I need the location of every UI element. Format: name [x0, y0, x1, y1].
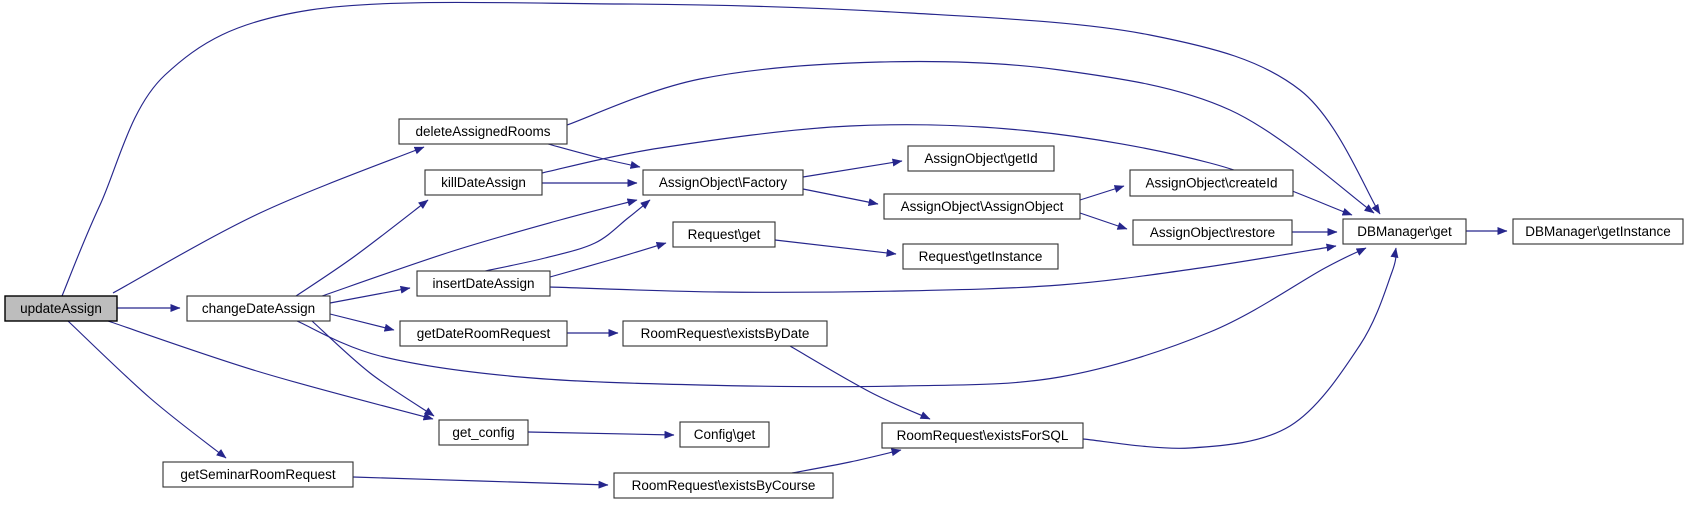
edge-get_config-Config_get	[527, 430, 675, 439]
node-box-Request_getInstance[interactable]	[902, 243, 1059, 270]
node-label-DBM_getInstance: DBManager\getInstance	[1525, 224, 1671, 239]
node-RR_existsForSQL[interactable]: RoomRequest\existsForSQL	[881, 422, 1084, 449]
node-AO_getId[interactable]: AssignObject\getId	[907, 145, 1055, 172]
edge-insertDateAssign-DBM_get	[549, 243, 1337, 293]
node-AO_Factory[interactable]: AssignObject\Factory	[642, 169, 804, 196]
node-box-changeDateAssign[interactable]	[186, 295, 331, 322]
node-box-getDateRoomRequest[interactable]	[399, 320, 568, 347]
node-box-killDateAssign[interactable]	[424, 169, 543, 196]
node-box-AO_AssignObject[interactable]	[883, 193, 1081, 220]
node-box-AO_Factory[interactable]	[642, 169, 804, 196]
node-label-DBM_get: DBManager\get	[1357, 224, 1452, 239]
edge-insertDateAssign-AO_Factory	[484, 199, 651, 272]
node-label-AO_restore: AssignObject\restore	[1150, 225, 1275, 240]
node-label-AO_getId: AssignObject\getId	[924, 151, 1037, 166]
node-label-Request_getInstance: Request\getInstance	[919, 249, 1043, 264]
edge-deleteAssignedRooms-AO_Factory	[547, 143, 641, 169]
node-label-AO_createId: AssignObject\createId	[1145, 176, 1277, 191]
node-box-DBM_get[interactable]	[1342, 218, 1467, 245]
node-Request_get[interactable]: Request\get	[672, 221, 776, 248]
edge-AO_AssignObject-AO_createId	[1079, 185, 1125, 201]
node-AO_AssignObject[interactable]: AssignObject\AssignObject	[883, 193, 1081, 220]
node-Request_getInstance[interactable]: Request\getInstance	[902, 243, 1059, 270]
edge-getSeminarRoomRequest-RR_existsByCourse	[352, 476, 609, 489]
node-box-get_config[interactable]	[438, 419, 529, 446]
node-getSeminarRoomRequest[interactable]: getSeminarRoomRequest	[162, 461, 354, 488]
node-killDateAssign[interactable]: killDateAssign	[424, 169, 543, 196]
edge-RR_existsByCourse-RR_existsForSQL	[791, 448, 902, 474]
node-label-get_config: get_config	[452, 425, 514, 440]
node-box-RR_existsByCourse[interactable]	[613, 472, 834, 499]
node-label-deleteAssignedRooms: deleteAssignedRooms	[415, 124, 550, 139]
node-label-changeDateAssign: changeDateAssign	[202, 301, 315, 316]
edge-AO_AssignObject-AO_restore	[1079, 212, 1128, 230]
node-RR_existsByDate[interactable]: RoomRequest\existsByDate	[622, 320, 828, 347]
node-box-DBM_getInstance[interactable]	[1512, 218, 1684, 245]
node-box-RR_existsByDate[interactable]	[622, 320, 828, 347]
edge-AO_Factory-AO_AssignObject	[802, 188, 879, 207]
edge-RR_existsByDate-RR_existsForSQL	[789, 345, 931, 420]
node-deleteAssignedRooms[interactable]: deleteAssignedRooms	[398, 118, 568, 145]
node-label-insertDateAssign: insertDateAssign	[432, 276, 534, 291]
node-label-AO_Factory: AssignObject\Factory	[659, 175, 788, 190]
node-label-RR_existsByDate: RoomRequest\existsByDate	[641, 326, 810, 341]
node-box-getSeminarRoomRequest[interactable]	[162, 461, 354, 488]
edge-changeDateAssign-get_config	[311, 320, 435, 417]
node-label-Config_get: Config\get	[694, 427, 756, 442]
node-AO_createId[interactable]: AssignObject\createId	[1129, 169, 1294, 197]
edge-RR_existsForSQL-DBM_get	[1082, 247, 1399, 449]
node-updateAssign[interactable]: updateAssign	[4, 295, 118, 322]
edge-changeDateAssign-insertDateAssign	[329, 285, 411, 304]
node-box-updateAssign[interactable]	[4, 295, 118, 322]
node-box-AO_createId[interactable]	[1129, 169, 1294, 197]
edge-insertDateAssign-Request_get	[549, 241, 667, 278]
node-label-killDateAssign: killDateAssign	[441, 175, 526, 190]
node-label-RR_existsForSQL: RoomRequest\existsForSQL	[897, 428, 1069, 443]
edge-updateAssign-getSeminarRoomRequest	[67, 320, 227, 459]
edge-updateAssign-get_config	[107, 320, 434, 421]
node-changeDateAssign[interactable]: changeDateAssign	[186, 295, 331, 322]
edge-deleteAssignedRooms-DBM_get	[566, 60, 1375, 214]
node-label-Request_get: Request\get	[688, 227, 761, 242]
node-DBM_getInstance[interactable]: DBManager\getInstance	[1512, 218, 1684, 245]
edge-changeDateAssign-getDateRoomRequest	[329, 313, 395, 332]
node-label-RR_existsByCourse: RoomRequest\existsByCourse	[632, 478, 816, 493]
node-box-RR_existsForSQL[interactable]	[881, 422, 1084, 449]
node-box-insertDateAssign[interactable]	[416, 270, 551, 297]
node-getDateRoomRequest[interactable]: getDateRoomRequest	[399, 320, 568, 347]
edge-AO_Factory-AO_getId	[802, 158, 903, 178]
node-box-AO_getId[interactable]	[907, 145, 1055, 172]
node-box-Request_get[interactable]	[672, 221, 776, 248]
edge-updateAssign-DBM_get	[61, 1, 1381, 297]
node-label-getSeminarRoomRequest: getSeminarRoomRequest	[180, 467, 336, 482]
node-AO_restore[interactable]: AssignObject\restore	[1132, 219, 1293, 246]
edge-killDateAssign-DBM_get	[541, 124, 1353, 216]
node-label-AO_AssignObject: AssignObject\AssignObject	[901, 199, 1064, 214]
node-box-deleteAssignedRooms[interactable]	[398, 118, 568, 145]
node-label-updateAssign: updateAssign	[20, 301, 102, 316]
edge-updateAssign-deleteAssignedRooms	[112, 146, 425, 294]
node-insertDateAssign[interactable]: insertDateAssign	[416, 270, 551, 297]
edge-changeDateAssign-killDateAssign	[295, 199, 429, 297]
edge-changeDateAssign-DBM_get	[296, 247, 1367, 388]
node-RR_existsByCourse[interactable]: RoomRequest\existsByCourse	[613, 472, 834, 499]
node-get_config[interactable]: get_config	[438, 419, 529, 446]
edge-changeDateAssign-AO_Factory	[321, 198, 638, 297]
edge-Request_get-Request_getInstance	[774, 239, 897, 257]
node-DBM_get[interactable]: DBManager\get	[1342, 218, 1467, 245]
node-box-AO_restore[interactable]	[1132, 219, 1293, 246]
node-label-getDateRoomRequest: getDateRoomRequest	[417, 326, 551, 341]
node-box-Config_get[interactable]	[679, 421, 770, 448]
node-Config_get[interactable]: Config\get	[679, 421, 770, 448]
